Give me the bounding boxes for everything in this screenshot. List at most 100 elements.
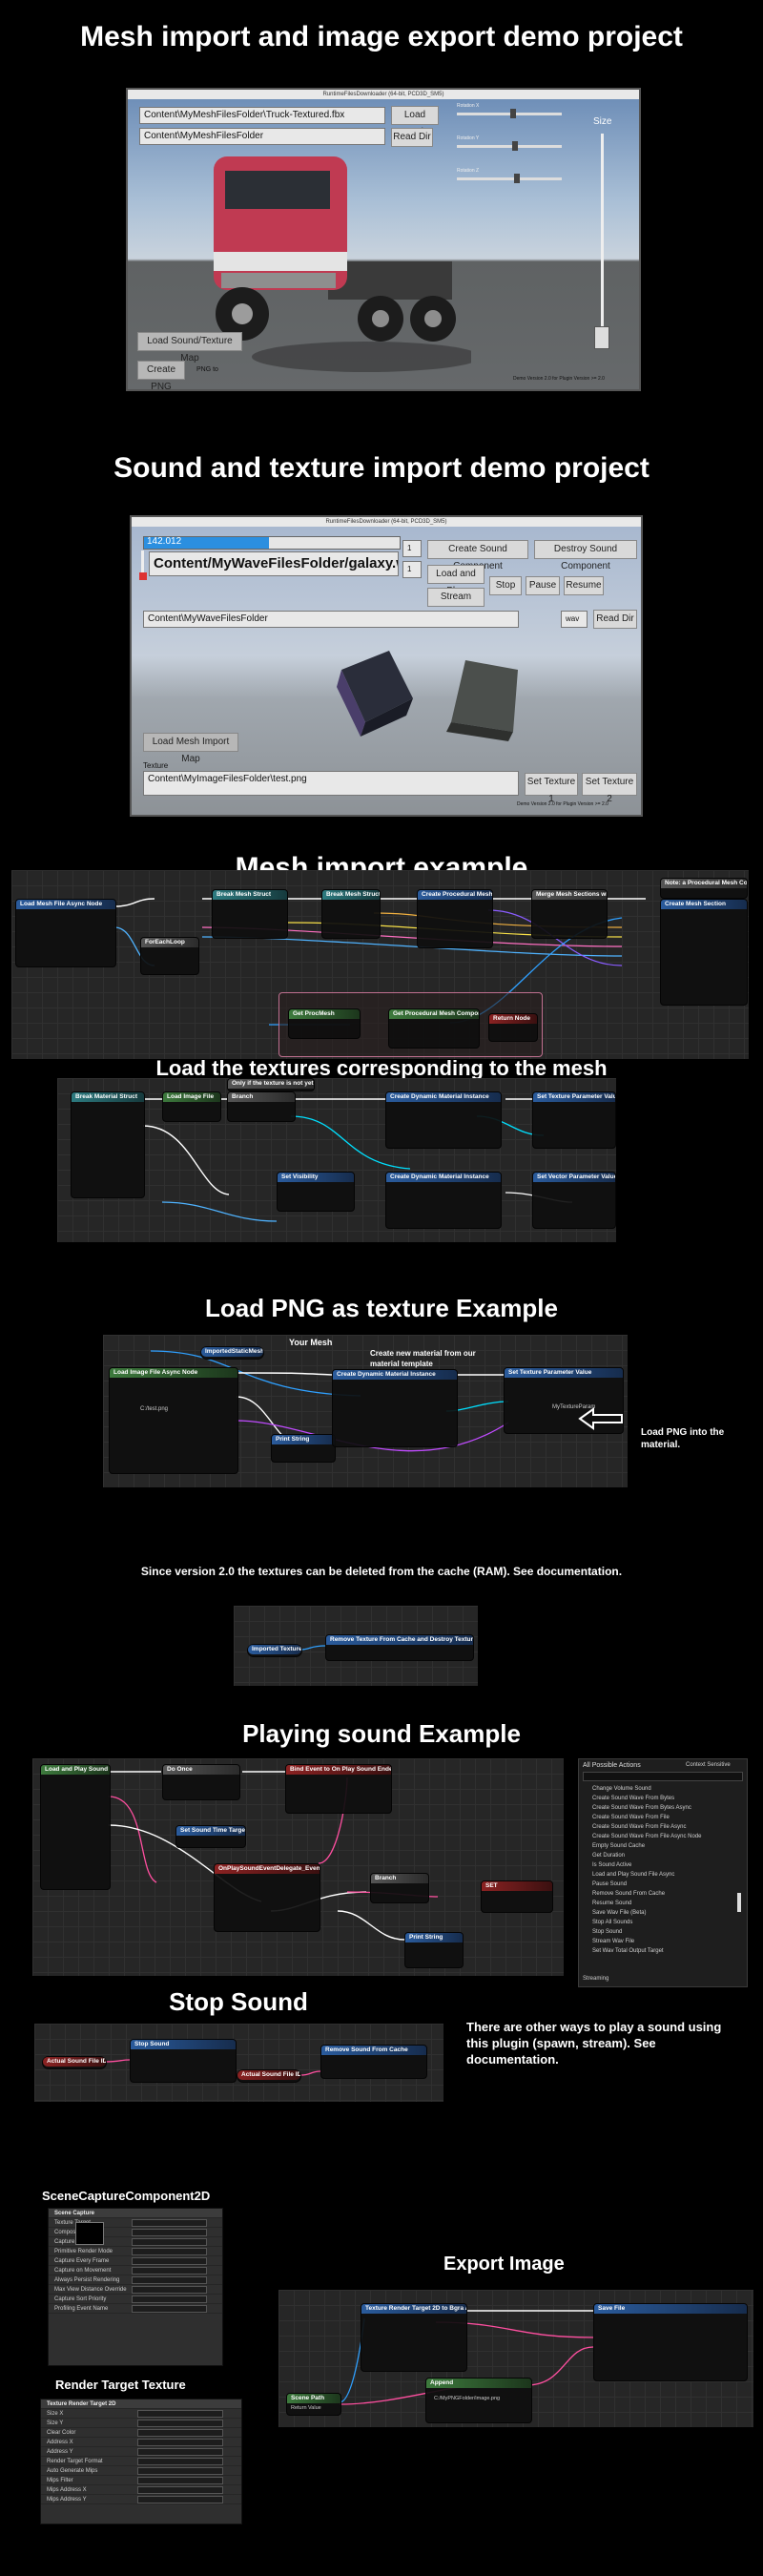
create-dynamic-material-node[interactable]: Create Dynamic Material Instance <box>332 1369 458 1447</box>
context-sensitive-checkbox[interactable]: Context Sensitive <box>686 1762 731 1768</box>
property-value-field[interactable] <box>132 2219 207 2227</box>
load-mesh-file-node[interactable]: Load Mesh File Async Node <box>15 899 116 967</box>
destroy-sound-component-button[interactable]: Destroy Sound Component <box>534 540 637 571</box>
property-value-field[interactable] <box>132 2248 207 2255</box>
actions-search-input[interactable] <box>583 1772 743 1781</box>
print-string-node[interactable]: Print String <box>404 1932 464 1968</box>
action-item[interactable]: Create Sound Wave From File <box>592 1815 670 1820</box>
stop-sound-node[interactable]: Stop Sound <box>130 2039 237 2083</box>
property-value-field[interactable] <box>136 2486 223 2494</box>
set-texture-parameter-node[interactable]: Set Texture Parameter Value <box>532 1091 616 1149</box>
param-name-value[interactable]: MyTextureParam <box>552 1404 596 1410</box>
action-item[interactable]: Get Duration <box>592 1853 626 1859</box>
action-item[interactable]: Stream Wav File <box>592 1939 635 1944</box>
property-value-field[interactable] <box>136 2420 223 2427</box>
action-item[interactable]: Create Sound Wave From File Async <box>592 1824 687 1830</box>
load-sound-texture-map-button[interactable]: Load Sound/Texture Map <box>137 332 242 364</box>
mesh-path-input[interactable]: Content\MyMeshFilesFolder\Truck-Textured… <box>139 107 385 124</box>
size-slider-knob[interactable] <box>594 326 609 349</box>
foreach-node[interactable]: ForEachLoop <box>140 937 199 975</box>
action-item[interactable]: Empty Sound Cache <box>592 1843 646 1849</box>
imported-static-mesh-node[interactable]: ImportedStaticMesh <box>200 1346 264 1360</box>
num-input-2[interactable]: 1 <box>402 561 422 578</box>
load-and-play-button[interactable]: Load and Play <box>427 565 485 596</box>
num-input-1[interactable]: 1 <box>402 540 422 557</box>
rotation-y-slider[interactable] <box>457 141 562 151</box>
set-vector-parameter-node[interactable]: Set Vector Parameter Value <box>532 1172 616 1229</box>
sound-file-id-node-1[interactable]: Actual Sound File ID <box>42 2056 107 2069</box>
property-value-field[interactable] <box>136 2477 223 2484</box>
action-item[interactable]: Load and Play Sound File Async <box>592 1872 675 1878</box>
property-value-field[interactable] <box>132 2267 207 2275</box>
remove-sound-cache-node[interactable]: Remove Sound From Cache <box>320 2045 427 2079</box>
action-item[interactable]: Resume Sound <box>592 1901 632 1906</box>
set-texture-1-button[interactable]: Set Texture 1 <box>525 773 578 804</box>
print-string-node[interactable]: Print String <box>271 1434 336 1463</box>
create-sound-component-button[interactable]: Create Sound Component <box>427 540 528 571</box>
get-procedural-mesh-component-node[interactable]: Get Procedural Mesh Component <box>388 1008 480 1049</box>
rotation-z-slider[interactable] <box>457 174 562 183</box>
action-item[interactable]: Stop All Sounds <box>592 1920 633 1925</box>
property-value-field[interactable] <box>136 2496 223 2503</box>
load-image-async-node[interactable]: Load Image File Async Node C:/test.png <box>109 1367 238 1474</box>
action-item[interactable]: Create Sound Wave From File Async Node <box>592 1834 702 1839</box>
property-value-field[interactable] <box>136 2448 223 2456</box>
action-item[interactable]: Pause Sound <box>592 1881 628 1887</box>
load-play-sound-node[interactable]: Load and Play Sound File Async <box>40 1764 111 1890</box>
sound-file-id-node-2[interactable]: Actual Sound File ID <box>237 2069 301 2083</box>
rotation-x-slider[interactable] <box>457 109 562 118</box>
action-item[interactable]: Remove Sound From Cache <box>592 1891 666 1897</box>
property-value-field[interactable] <box>132 2229 207 2236</box>
action-item[interactable]: Set Wav Total Output Target <box>592 1948 664 1954</box>
branch-node[interactable]: Branch <box>227 1091 296 1122</box>
texture-path-input[interactable]: Content\MyImageFilesFolder\test.png <box>143 771 519 796</box>
set-texture-2-button[interactable]: Set Texture 2 <box>582 773 637 804</box>
stop-button[interactable]: Stop <box>489 576 522 595</box>
break-mesh-node-2[interactable]: Break Mesh Struct <box>321 889 381 939</box>
load-mesh-import-map-button[interactable]: Load Mesh Import Map <box>143 733 238 764</box>
scene-path-node[interactable]: Scene Path Return Value <box>286 2393 341 2416</box>
property-value-field[interactable] <box>132 2238 207 2246</box>
save-file-node[interactable]: Save File <box>593 2303 748 2381</box>
action-item[interactable]: Create Sound Wave From Bytes <box>592 1796 675 1801</box>
resume-button[interactable]: Resume <box>564 576 604 595</box>
size-slider[interactable] <box>601 134 604 342</box>
create-png-button[interactable]: Create PNG <box>137 361 185 389</box>
extension-select[interactable]: wav <box>561 611 588 628</box>
set-sound-time-target-node[interactable]: Set Sound Time Target <box>175 1825 246 1848</box>
create-dynamic-material-node-2[interactable]: Create Dynamic Material Instance <box>385 1172 502 1229</box>
action-item[interactable]: Save Wav File (Beta) <box>592 1910 647 1916</box>
bind-event-node[interactable]: Bind Event to On Play Sound Ended Delega… <box>285 1764 392 1814</box>
action-item[interactable]: Create Sound Wave From Bytes Async <box>592 1805 691 1811</box>
load-mesh-button[interactable]: Load Mesh <box>391 106 439 137</box>
property-value-field[interactable] <box>136 2429 223 2437</box>
action-item[interactable]: Change Volume Sound <box>592 1786 651 1792</box>
action-item[interactable]: Is Sound Active <box>592 1862 632 1868</box>
set-node[interactable]: SET <box>481 1880 553 1913</box>
set-texture-parameter-node[interactable]: Set Texture Parameter Value MyTexturePar… <box>504 1367 624 1434</box>
property-value-field[interactable] <box>136 2439 223 2446</box>
texture-target-thumbnail[interactable] <box>75 2222 104 2245</box>
sound-path-input[interactable]: Content/MyWaveFilesFolder/galaxy.wav <box>149 551 399 576</box>
volume-knob[interactable] <box>139 572 147 580</box>
create-procedural-mesh-node[interactable]: Create Procedural Mesh <box>417 889 493 948</box>
property-value-field[interactable] <box>136 2410 223 2418</box>
property-value-field[interactable] <box>132 2305 207 2313</box>
create-mesh-section-node[interactable]: Create Mesh Section <box>660 899 748 1006</box>
break-mesh-node-1[interactable]: Break Mesh Struct <box>212 889 288 939</box>
wave-dir-input[interactable]: Content\MyWaveFilesFolder <box>143 611 519 628</box>
render-target-to-bgra-node[interactable]: Texture Render Target 2D to Bgra Array <box>361 2303 467 2372</box>
return-node[interactable]: Return Node <box>488 1013 538 1042</box>
set-visibility-node[interactable]: Set Visibility <box>277 1172 355 1212</box>
remove-texture-cache-node[interactable]: Remove Texture From Cache and Destroy Te… <box>325 1634 474 1661</box>
property-value-field[interactable] <box>136 2467 223 2475</box>
action-item[interactable]: Stop Sound <box>592 1929 623 1935</box>
load-image-file-node[interactable]: Load Image File <box>162 1091 221 1122</box>
append-node[interactable]: Append C:/MyPNGFolder/image.png <box>425 2378 532 2423</box>
imported-texture-node[interactable]: Imported Texture <box>247 1644 302 1657</box>
file-path-value[interactable]: C:/test.png <box>140 1406 169 1412</box>
property-value-field[interactable] <box>136 2458 223 2465</box>
get-procmesh-node[interactable]: Get ProcMesh <box>288 1008 361 1039</box>
append-path-value[interactable]: C:/MyPNGFolder/image.png <box>434 2396 501 2401</box>
pause-button[interactable]: Pause <box>526 576 560 595</box>
